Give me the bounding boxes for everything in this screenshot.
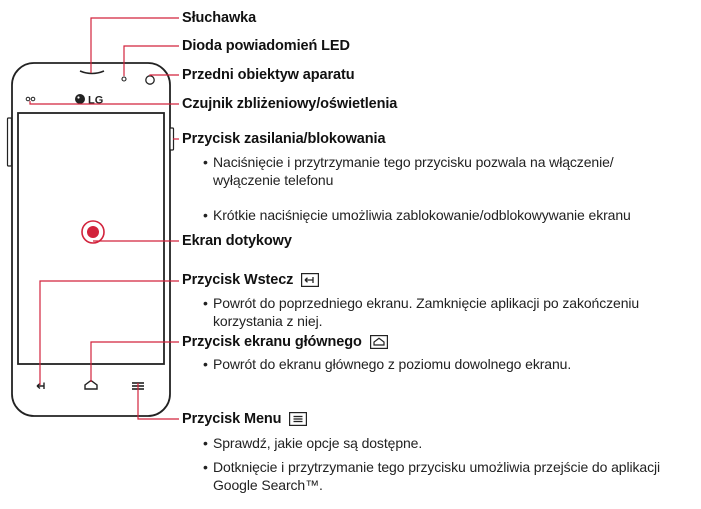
bullet-text: Sprawdź, jakie opcje są dostępne. — [213, 435, 423, 451]
leader-sensor — [29, 101, 179, 105]
earpiece-slot — [79, 70, 105, 75]
bullet-power-1: • Naciśnięcie i przytrzymanie tego przyc… — [203, 153, 673, 189]
label-home-text: Przycisk ekranu głównego — [182, 334, 362, 350]
bullet-dot: • — [203, 435, 208, 451]
leader-camera — [149, 74, 179, 76]
label-menu: Przycisk Menu — [182, 410, 308, 428]
label-sensor: Czujnik zbliżeniowy/oświetlenia — [182, 96, 398, 112]
bullet-dot: • — [203, 154, 208, 170]
touch-target-inner — [87, 226, 99, 238]
bullet-home-1: • Powrót do ekranu głównego z poziomu do… — [203, 355, 693, 373]
bullet-text: Naciśnięcie i przytrzymanie tego przycis… — [213, 154, 614, 188]
bullet-text: Dotknięcie i przytrzymanie tego przycisk… — [213, 459, 660, 493]
bullet-dot: • — [203, 207, 208, 223]
leader-menu — [137, 383, 179, 420]
bullet-dot: • — [203, 356, 208, 372]
sensor-dot-1 — [25, 96, 31, 102]
sensor-dot-2 — [30, 96, 36, 102]
bullet-back-1: • Powrót do poprzedniego ekranu. Zamknię… — [203, 294, 701, 330]
bullet-text: Powrót do poprzedniego ekranu. Zamknięci… — [213, 295, 640, 329]
leader-home — [90, 341, 179, 382]
bullet-text: Krótkie naciśnięcie umożliwia zablokowan… — [213, 207, 631, 223]
led-dot — [121, 76, 127, 82]
bullet-dot: • — [203, 295, 208, 311]
bullet-text: Powrót do ekranu głównego z poziomu dowo… — [213, 356, 572, 372]
bullet-dot: • — [203, 459, 208, 475]
home-key-icon — [369, 335, 388, 349]
back-key-icon — [301, 273, 320, 287]
label-earpiece: Słuchawka — [182, 10, 257, 26]
leader-earpiece — [90, 17, 179, 73]
label-front-camera: Przedni obiektyw aparatu — [182, 67, 355, 83]
bullet-power-2: • Krótkie naciśnięcie umożliwia zablokow… — [203, 206, 693, 224]
label-led: Dioda powiadomień LED — [182, 38, 350, 54]
lg-logo-text: LG — [88, 95, 103, 107]
touch-target-outer — [81, 220, 105, 244]
label-home: Przycisk ekranu głównego — [182, 333, 388, 351]
label-back: Przycisk Wstecz — [182, 271, 320, 289]
home-key-icon — [84, 379, 98, 390]
menu-key-icon — [289, 412, 308, 426]
label-touchscreen: Ekran dotykowy — [182, 233, 292, 249]
leader-led — [123, 45, 179, 76]
label-back-text: Przycisk Wstecz — [182, 272, 294, 288]
lg-logo-icon — [75, 94, 85, 104]
volume-key — [6, 117, 13, 167]
power-key — [169, 127, 175, 151]
bullet-menu-1: • Sprawdź, jakie opcje są dostępne. — [203, 434, 683, 452]
bullet-menu-2: • Dotknięcie i przytrzymanie tego przyci… — [203, 458, 693, 494]
label-menu-text: Przycisk Menu — [182, 411, 282, 427]
leader-back — [39, 280, 179, 385]
label-power: Przycisk zasilania/blokowania — [182, 131, 386, 147]
